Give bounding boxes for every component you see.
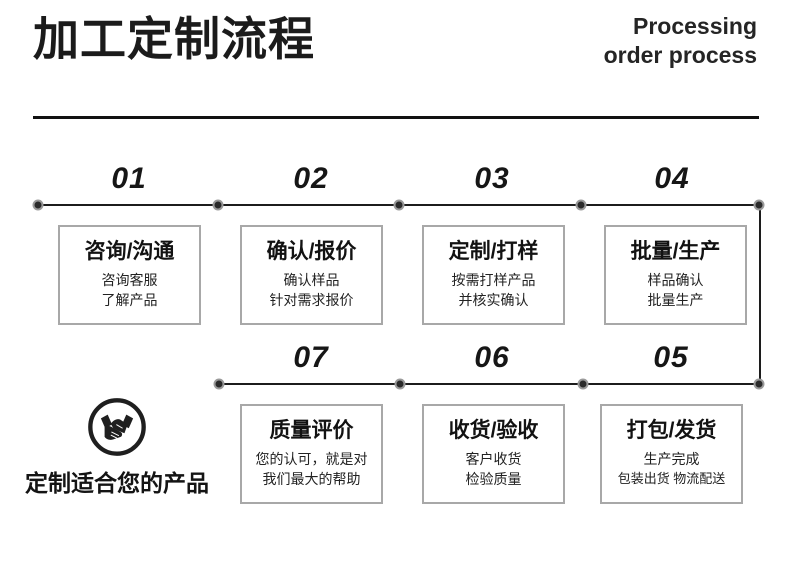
handshake-icon bbox=[88, 398, 146, 456]
step-box-06[interactable]: 收货/验收 客户收货 检验质量 bbox=[422, 404, 565, 504]
step-box-title: 批量/生产 bbox=[630, 239, 721, 263]
timeline-node-end bbox=[213, 378, 225, 390]
step-number-05: 05 bbox=[653, 341, 689, 374]
step-box-title: 收货/验收 bbox=[448, 418, 539, 442]
step-box-07[interactable]: 质量评价 您的认可，就是对 我们最大的帮助 bbox=[240, 404, 383, 504]
step-box-title: 质量评价 bbox=[269, 418, 354, 442]
timeline-node-start bbox=[32, 199, 44, 211]
step-box-line-1: 样品确认 bbox=[647, 271, 704, 288]
step-number-04: 04 bbox=[654, 162, 690, 195]
timeline-rail-row-2 bbox=[218, 383, 760, 385]
step-box-02[interactable]: 确认/报价 确认样品 针对需求报价 bbox=[240, 225, 383, 325]
step-box-line-2: 批量生产 bbox=[647, 292, 704, 309]
step-box-line-2: 包装出货 物流配送 bbox=[617, 470, 726, 486]
timeline-node-5 bbox=[753, 378, 765, 390]
page-title: 加工定制流程 bbox=[33, 13, 315, 65]
step-box-05[interactable]: 打包/发货 生产完成 包装出货 物流配送 bbox=[600, 404, 743, 504]
step-box-line-2: 检验质量 bbox=[465, 471, 522, 488]
page-subtitle-en: Processing order process bbox=[497, 12, 757, 71]
step-box-line-1: 客户收货 bbox=[465, 450, 522, 467]
step-box-line-1: 咨询客服 bbox=[101, 271, 158, 288]
step-box-line-1: 生产完成 bbox=[643, 451, 700, 468]
subtitle-line-1: Processing bbox=[633, 13, 757, 39]
step-box-01[interactable]: 咨询/沟通 咨询客服 了解产品 bbox=[58, 225, 201, 325]
timeline-node-3 bbox=[575, 199, 587, 211]
step-box-line-2: 我们最大的帮助 bbox=[262, 471, 361, 488]
header-divider bbox=[33, 116, 759, 119]
step-number-03: 03 bbox=[474, 162, 510, 195]
custom-product-badge: 定制适合您的产品 bbox=[17, 396, 217, 498]
step-box-title: 咨询/沟通 bbox=[84, 239, 175, 263]
step-number-01: 01 bbox=[111, 162, 147, 195]
step-box-line-2: 针对需求报价 bbox=[269, 292, 354, 309]
step-box-line-2: 并核实确认 bbox=[458, 292, 529, 309]
step-box-title: 确认/报价 bbox=[266, 239, 357, 263]
timeline-node-2 bbox=[393, 199, 405, 211]
step-box-04[interactable]: 批量/生产 样品确认 批量生产 bbox=[604, 225, 747, 325]
step-number-06: 06 bbox=[474, 341, 510, 374]
timeline-node-6 bbox=[577, 378, 589, 390]
step-number-07: 07 bbox=[293, 341, 329, 374]
step-box-title: 打包/发货 bbox=[626, 419, 717, 443]
step-box-line-1: 按需打样产品 bbox=[451, 271, 536, 288]
subtitle-line-2: order process bbox=[603, 42, 757, 69]
badge-label: 定制适合您的产品 bbox=[25, 470, 209, 496]
timeline-node-1 bbox=[212, 199, 224, 211]
step-box-line-1: 确认样品 bbox=[283, 271, 340, 288]
step-box-title: 定制/打样 bbox=[448, 239, 539, 263]
step-number-02: 02 bbox=[293, 162, 329, 195]
step-box-line-2: 了解产品 bbox=[101, 292, 158, 309]
step-box-line-1: 您的认可，就是对 bbox=[255, 450, 368, 467]
timeline-node-4 bbox=[753, 199, 765, 211]
step-box-03[interactable]: 定制/打样 按需打样产品 并核实确认 bbox=[422, 225, 565, 325]
timeline-rail-connector bbox=[759, 204, 761, 384]
timeline-node-7 bbox=[394, 378, 406, 390]
